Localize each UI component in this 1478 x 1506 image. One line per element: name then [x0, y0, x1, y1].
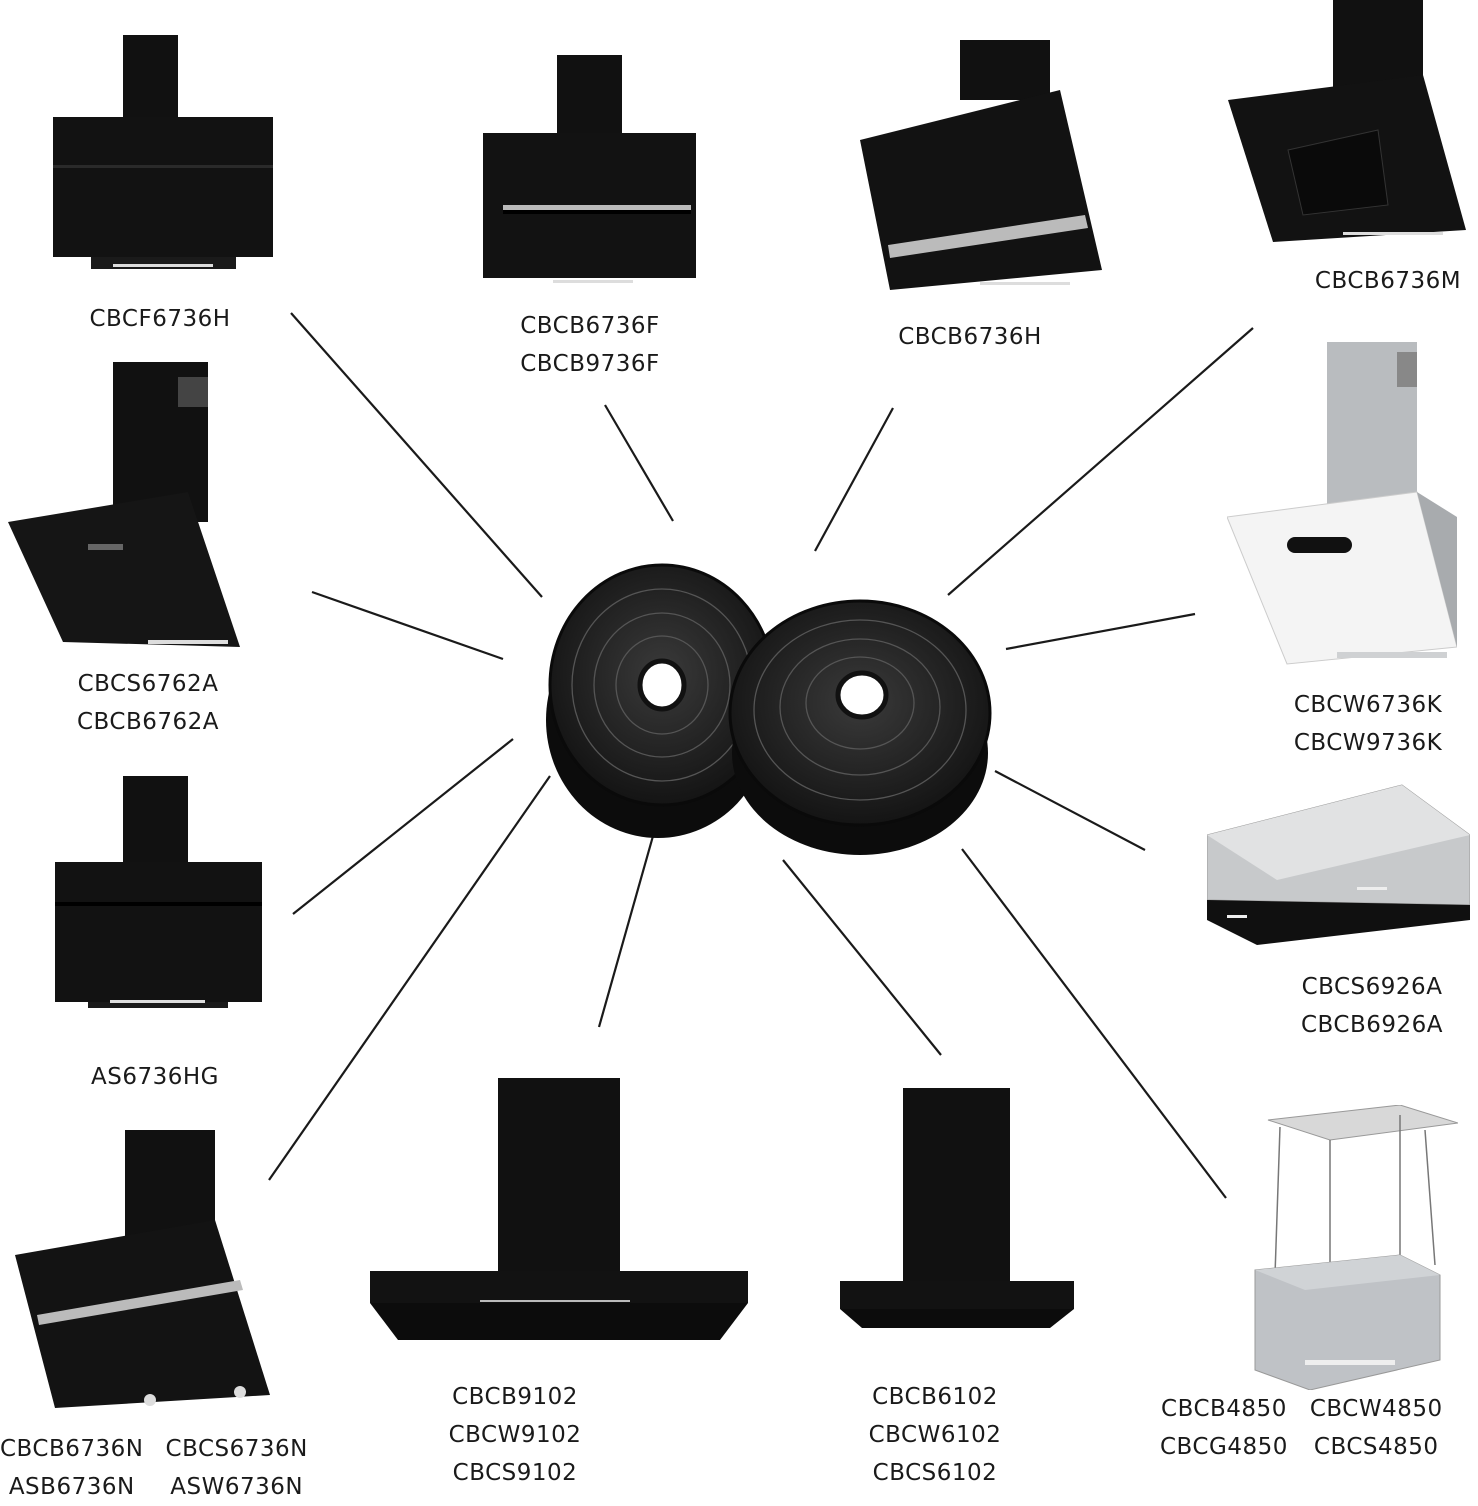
model-name: CBCB9736F: [520, 351, 660, 377]
model-name: CBCW4850: [1309, 1396, 1443, 1422]
model-name: AS6736HG: [91, 1064, 219, 1090]
t-shape-chimney-hood-icon: [370, 1078, 748, 1340]
hood-model-label: CBCB6736F CBCB9736F: [490, 307, 690, 383]
connector-line: [782, 859, 942, 1056]
model-name: CBCS9102: [452, 1460, 578, 1486]
connector-line: [292, 738, 514, 915]
model-name: CBCW6102: [868, 1422, 1002, 1448]
model-name: CBCB9102: [452, 1384, 578, 1410]
model-name: CBCS6762A: [77, 671, 219, 697]
hood-model-label: CBCS6762A CBCB6762A: [48, 665, 248, 741]
model-name: CBCW9102: [448, 1422, 582, 1448]
angled-chimney-hood-icon: [15, 1130, 275, 1410]
carbon-filter-pair-icon: [540, 545, 995, 855]
connector-line: [814, 407, 894, 552]
model-name: CBCW9736K: [1293, 730, 1443, 756]
hood-model-label: CBCB9102 CBCW9102 CBCS9102: [415, 1378, 615, 1492]
canopy-insert-hood-icon: [1207, 775, 1470, 965]
model-name: CBCB6736H: [898, 324, 1042, 350]
hood-model-label: AS6736HG: [55, 1058, 255, 1096]
connector-line: [604, 404, 674, 522]
model-name: CBCB6736M: [1314, 268, 1462, 294]
model-name: CBCG4850: [1160, 1434, 1288, 1460]
white-angled-hood-icon: [1227, 342, 1457, 667]
hood-model-label: CBCF6736H: [60, 300, 260, 338]
connector-line: [311, 590, 504, 661]
connector-line: [1005, 612, 1196, 651]
model-name: CBCS4850: [1313, 1434, 1439, 1460]
angled-chimney-hood-icon: [1228, 0, 1466, 245]
hood-model-label: CBCB6102 CBCW6102 CBCS6102: [835, 1378, 1035, 1492]
model-name: CBCS6102: [872, 1460, 998, 1486]
model-name: CBCS6736N: [165, 1436, 308, 1462]
model-name: CBCB6926A: [1300, 1012, 1444, 1038]
connector-line: [947, 327, 1254, 596]
hood-model-label: CBCB6736N ASB6736N CBCS6736N ASW6736N: [0, 1430, 315, 1506]
connector-line: [268, 775, 551, 1181]
connector-line: [961, 848, 1227, 1199]
hood-model-label: CBCB6736H: [870, 318, 1070, 356]
hood-model-label: CBCS6926A CBCB6926A: [1272, 968, 1472, 1044]
angled-chimney-hood-icon: [53, 35, 273, 275]
model-name: CBCF6736H: [89, 306, 231, 332]
model-name: CBCB6102: [872, 1384, 998, 1410]
t-shape-chimney-hood-icon: [840, 1088, 1074, 1328]
model-name: CBCB6736N: [0, 1436, 144, 1462]
angled-chimney-hood-icon: [860, 40, 1102, 298]
hood-model-label: CBCB6736M: [1288, 262, 1478, 300]
model-name: CBCB4850: [1161, 1396, 1287, 1422]
angled-chimney-hood-icon: [55, 776, 262, 1011]
connector-line: [290, 312, 543, 598]
model-name: ASW6736N: [170, 1474, 304, 1500]
model-name: CBCW6736K: [1293, 692, 1443, 718]
model-name: CBCB6762A: [76, 709, 220, 735]
model-name: CBCB6736F: [520, 313, 660, 339]
connector-line: [994, 770, 1146, 851]
angled-chimney-hood-icon: [8, 362, 243, 650]
model-name: ASB6736N: [8, 1474, 135, 1500]
model-name: CBCS6926A: [1301, 974, 1443, 1000]
island-hood-icon: [1250, 1105, 1458, 1390]
connector-line: [597, 835, 655, 1028]
angled-chimney-hood-icon: [483, 55, 696, 288]
hood-model-label: CBCW6736K CBCW9736K: [1268, 686, 1468, 762]
